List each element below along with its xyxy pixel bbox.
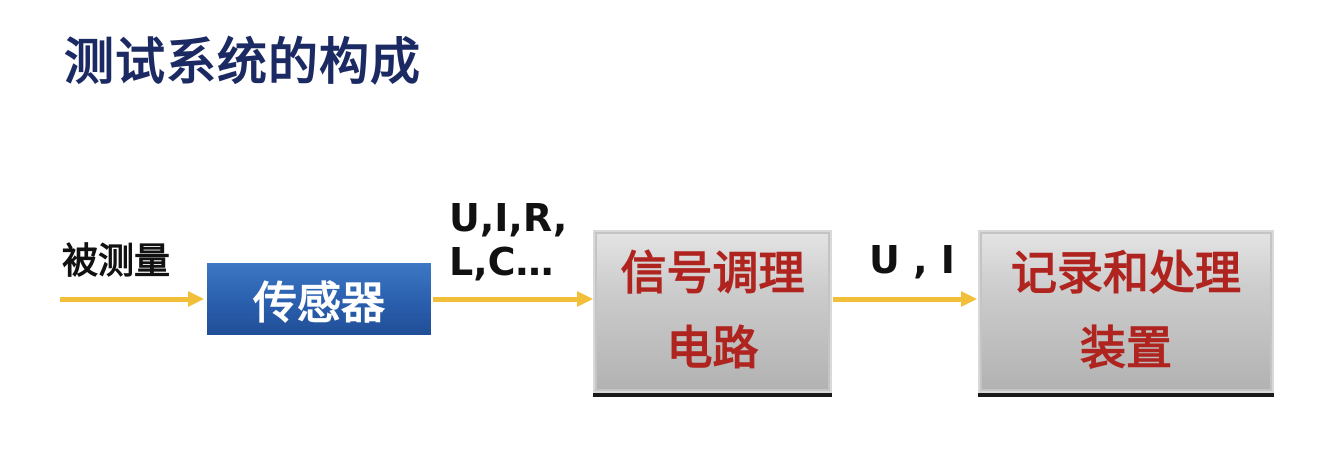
conditioning-output-signal-label: U , I <box>869 238 955 282</box>
recording-processing-block: 记录和处理 装置 <box>978 230 1274 393</box>
sensor-block-label: 传感器 <box>253 278 385 329</box>
arrow-input-to-sensor <box>60 291 204 307</box>
recording-processing-label-line1: 记录和处理 <box>1011 246 1241 301</box>
sensor-block: 传感器 <box>207 263 431 335</box>
signal-conditioning-label-line1: 信号调理 <box>620 246 805 301</box>
arrow-sensor-to-conditioning <box>433 291 593 307</box>
signal-conditioning-block: 信号调理 电路 <box>593 230 832 393</box>
signal-conditioning-label-line2: 电路 <box>666 320 759 375</box>
sensor-output-signal-label: U,I,R, L,C… <box>449 196 568 284</box>
recording-processing-label-line2: 装置 <box>1080 320 1172 375</box>
page-title: 测试系统的构成 <box>64 33 421 91</box>
input-label: 被测量 <box>62 241 171 282</box>
arrow-conditioning-to-recording <box>833 291 977 307</box>
